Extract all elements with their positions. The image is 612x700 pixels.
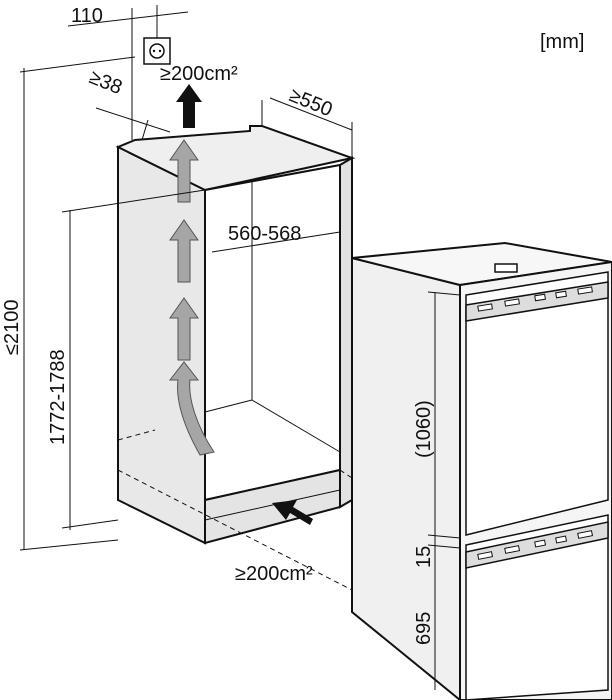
dimension-lines [19, 5, 461, 690]
niche-height-label: 1772-1788 [47, 349, 69, 445]
airflow-arrow-icon [168, 361, 215, 456]
airflow-arrows [168, 139, 215, 456]
fridge-top [351, 241, 612, 287]
lower-door-label: 695 [413, 612, 435, 645]
upper-door [465, 271, 609, 536]
outlet-width-label: 110 [71, 5, 103, 27]
depth-label: ≥550 [286, 84, 335, 121]
airflow-arrow-icon [169, 139, 199, 203]
niche-cabinet [115, 125, 356, 591]
air-in-arrow-icon [272, 500, 313, 525]
units-label: [mm] [540, 31, 584, 53]
cabinet-plinth [204, 468, 341, 545]
vent-bottom-label: ≥200cm² [235, 563, 313, 585]
cabinet-inner-opening [204, 163, 341, 502]
airflow-arrow-icon [169, 297, 199, 361]
gap-label: 15 [413, 546, 435, 568]
cabinet-left-panel [117, 145, 206, 545]
upper-door-handle [465, 281, 609, 322]
niche-width-label: 560-568 [228, 223, 301, 245]
power-socket-icon [143, 37, 171, 65]
fridge-appliance [351, 241, 612, 700]
cabinet-right-edge [339, 156, 353, 509]
fridge-side [351, 256, 461, 700]
upper-door-label: (1060) [413, 400, 435, 458]
airflow-arrow-icon [169, 219, 199, 283]
max-height-label: ≤2100 [1, 300, 23, 355]
outlet-offset-label: ≥38 [86, 66, 125, 99]
vent-top-label: ≥200cm² [160, 63, 238, 85]
air-out-arrow-icon [176, 84, 202, 128]
